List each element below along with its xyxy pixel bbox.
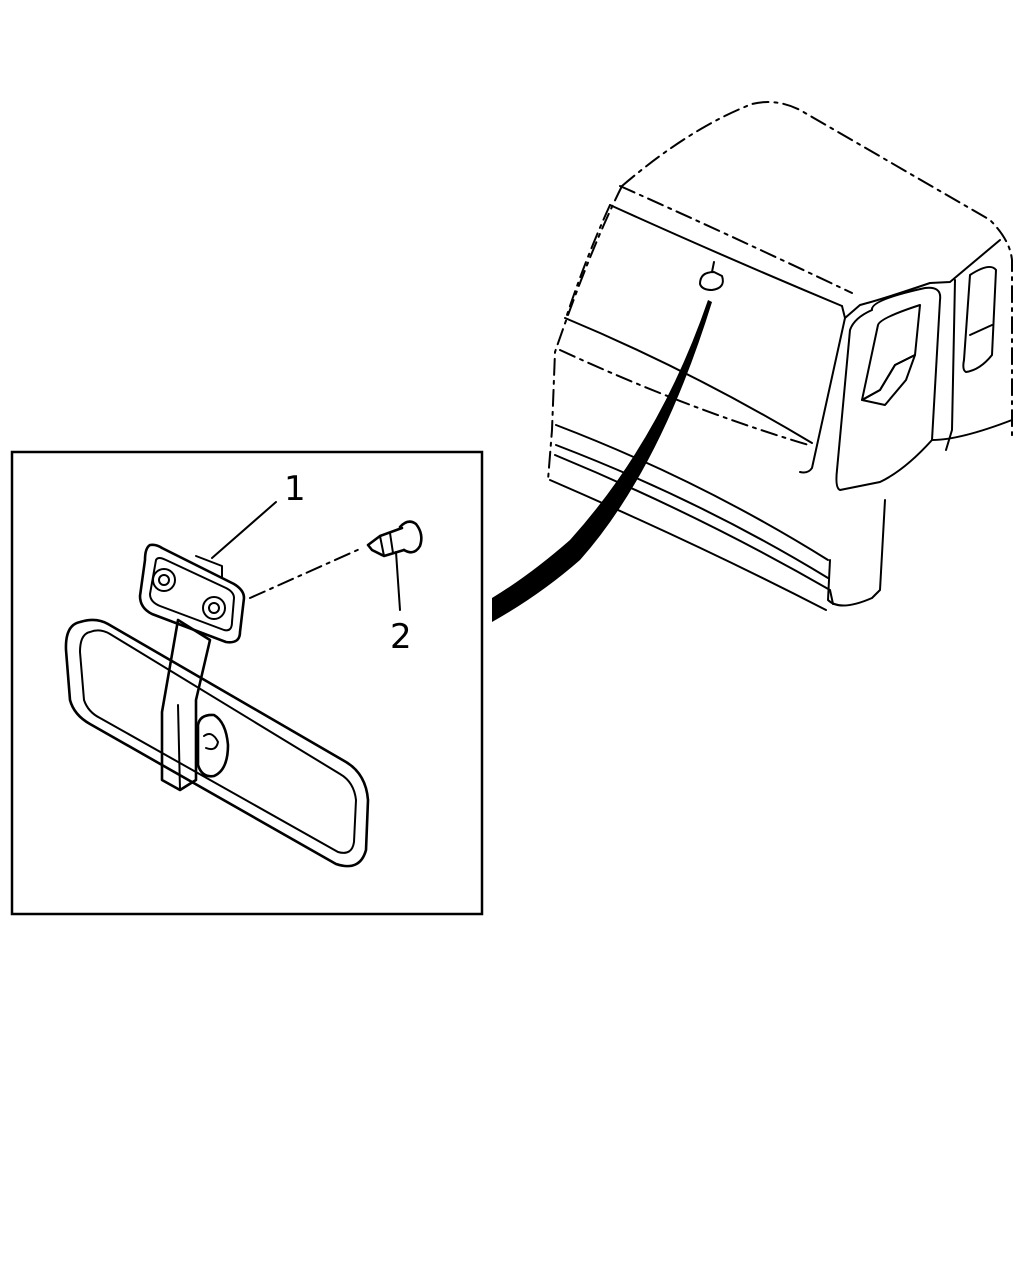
detail-connector-swoosh	[492, 300, 712, 622]
mirror-glass-edge	[79, 629, 357, 854]
windshield-left-pillar	[565, 204, 611, 319]
mounting-screw	[366, 520, 423, 558]
mirror-mount-bracket	[138, 543, 246, 644]
mount-hole-right-inner	[208, 602, 220, 614]
cab-front-corner	[844, 239, 1001, 319]
bumper-bottom	[549, 479, 827, 611]
detail-inset-frame	[10, 450, 484, 916]
windshield-right-pillar	[799, 305, 846, 474]
mount-hole-left-inner	[158, 574, 170, 586]
screw-shank	[366, 526, 406, 558]
rear-side-window	[962, 265, 997, 373]
callout-number-1: 1	[284, 469, 306, 509]
cab-roof-outline	[621, 101, 1013, 441]
mirror-pivot-knuckle	[196, 713, 230, 778]
mount-bracket-inner	[149, 557, 235, 632]
mirror-mount-stem	[711, 261, 715, 273]
mount-hole-left-outer	[152, 568, 176, 592]
stem-arm-edge	[177, 704, 181, 791]
cab-rear-edge	[945, 279, 956, 451]
front-panel-line-2	[555, 444, 829, 579]
cab-corner-lower	[827, 499, 886, 607]
windshield-lower-seam	[559, 349, 813, 447]
callout-number-2: 2	[390, 617, 412, 657]
pivot-knuckle-detail	[203, 733, 219, 751]
mount-bracket-tab	[195, 555, 223, 579]
bumper-top	[554, 454, 834, 605]
front-panel-line-1	[555, 424, 829, 561]
rearview-mirror-assembly	[64, 543, 370, 868]
screw-head	[398, 520, 423, 554]
mirror-triangle	[861, 354, 916, 406]
mirror-mount-indicator	[699, 271, 724, 291]
windshield-upper-seam	[619, 185, 853, 294]
rear-window-divider	[969, 324, 993, 336]
mount-hole-right-outer	[202, 596, 226, 620]
vehicle-cab	[547, 101, 1013, 611]
assembly-line	[249, 547, 363, 599]
mirror-stem-arm	[160, 618, 212, 792]
windshield-bottom-edge	[564, 317, 813, 444]
door-window-frame	[835, 286, 942, 491]
callout-1-leader	[211, 501, 277, 559]
screw-thread-2	[389, 532, 394, 554]
door-window-inner	[861, 304, 921, 401]
callout-2-leader	[395, 551, 401, 611]
cab-side-lower	[931, 419, 1013, 441]
mirror-housing	[64, 618, 370, 868]
cab-left-edge	[547, 185, 623, 481]
screw-thread-1	[379, 535, 385, 557]
windshield-top-edge	[609, 204, 843, 307]
